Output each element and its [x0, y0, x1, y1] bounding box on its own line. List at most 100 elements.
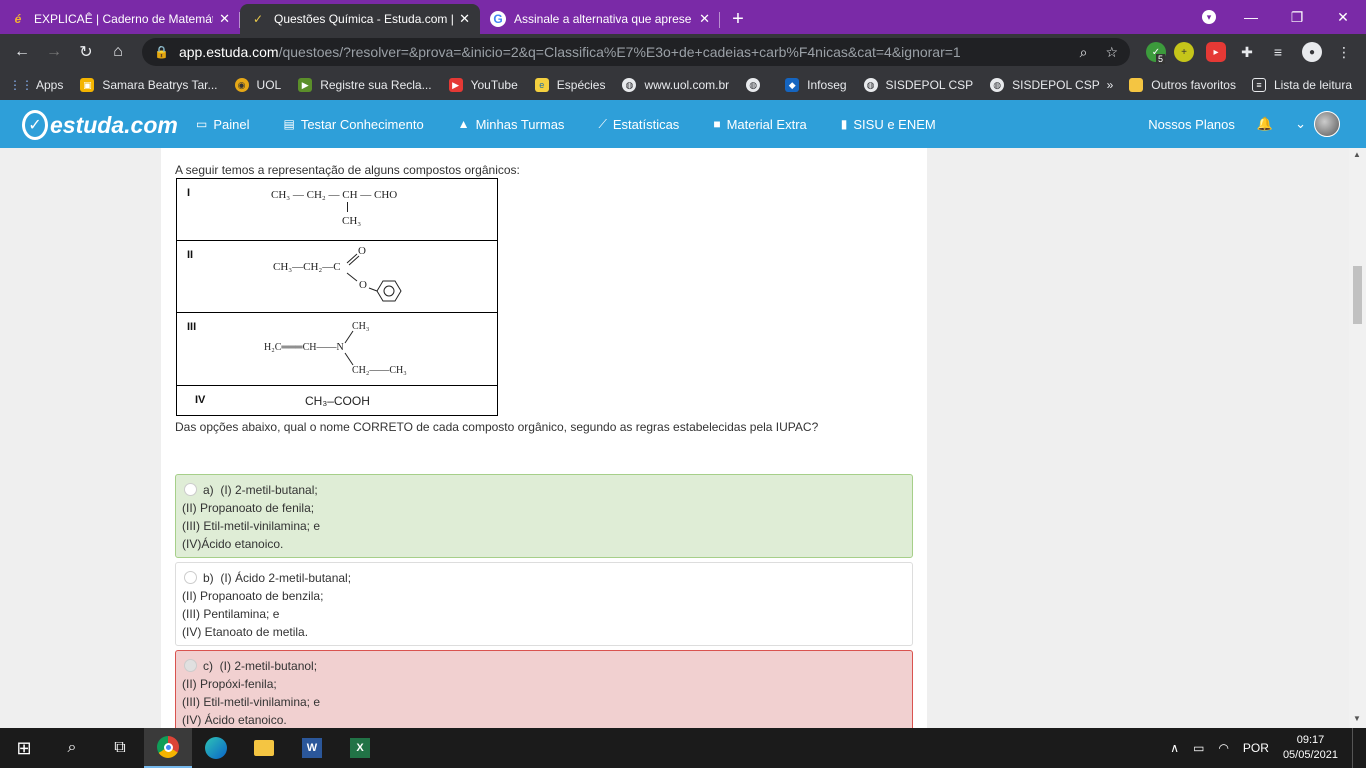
option-letter: c) [203, 659, 213, 673]
option-c-radio[interactable] [184, 659, 197, 672]
bell-icon[interactable]: 🔔 [1256, 116, 1274, 131]
bookmark-item[interactable]: ▶YouTube [448, 78, 518, 92]
menu-kebab-icon[interactable]: ⋮ [1337, 43, 1351, 60]
more-bookmarks-button[interactable]: » [1106, 78, 1114, 92]
close-window-icon[interactable]: ✕ [1337, 8, 1349, 25]
close-tab-icon[interactable]: ✕ [699, 11, 710, 26]
avatar[interactable] [1314, 111, 1340, 137]
compound-number: III [187, 321, 197, 333]
profile-icon[interactable]: ● [1302, 42, 1322, 62]
document-icon: ▤ [283, 117, 295, 131]
wifi-icon[interactable]: ◠ [1218, 741, 1229, 755]
scrollbar-thumb[interactable] [1353, 266, 1362, 324]
bookmark-item[interactable]: ◍www.uol.com.br [622, 78, 729, 92]
option-a-radio[interactable] [184, 483, 197, 496]
nav-painel[interactable]: ▭Painel [196, 116, 250, 132]
extensions-puzzle-icon[interactable]: ✚ [1241, 43, 1253, 60]
tray-chevron-icon[interactable]: ∧ [1170, 741, 1180, 755]
notifications-icon[interactable] [1352, 728, 1358, 768]
folder-icon [1129, 78, 1144, 92]
nav-material-extra[interactable]: ■Material Extra [713, 116, 807, 132]
chevron-down-icon[interactable]: ⌄ [1295, 116, 1306, 131]
clock[interactable]: 09:17 05/05/2021 [1282, 734, 1338, 761]
file-explorer-icon[interactable] [240, 728, 288, 768]
google-icon: G [490, 11, 506, 27]
compounds-table: I CH₃ — CH₂ — CH — CHO CH₃ II CH₃—CH₂—C … [176, 178, 498, 416]
site-header: ✓ estuda.com ▭Painel ▤Testar Conheciment… [0, 100, 1366, 148]
back-icon[interactable]: ← [14, 43, 30, 60]
tab-search-icon[interactable]: ▾ [1202, 10, 1216, 24]
address-bar[interactable]: 🔒 app.estuda.com /questoes/?resolver=&pr… [142, 38, 1130, 66]
option-a[interactable]: a) (I) 2-metil-butanal; (II) Propanoato … [175, 474, 913, 558]
task-view-icon[interactable]: ⧉ [114, 739, 126, 756]
compound-iii-bonds [344, 330, 354, 366]
option-line: (I) Ácido 2-metil-butanal; [220, 571, 352, 585]
restore-icon[interactable]: ❐ [1290, 8, 1304, 25]
bookmark-item[interactable]: ▶Registre sua Recla... [298, 78, 432, 92]
other-bookmarks[interactable]: Outros favoritos [1129, 78, 1236, 92]
extension-badge: 5 [1156, 54, 1166, 64]
bookmark-item[interactable]: ◍SISDEPOL CSP [863, 78, 973, 92]
nav-testar-conhecimento[interactable]: ▤Testar Conhecimento [283, 116, 424, 132]
option-b[interactable]: b) (I) Ácido 2-metil-butanal; (II) Propa… [175, 562, 913, 646]
word-taskbar-icon[interactable]: W [288, 728, 336, 768]
lock-icon[interactable]: 🔒 [154, 45, 169, 59]
compound-ii-bonds [346, 253, 402, 302]
reload-icon[interactable]: ↻ [79, 44, 93, 61]
bookmark-star-icon[interactable]: ☆ [1105, 43, 1118, 60]
plus-extension-icon[interactable]: + [1174, 42, 1194, 62]
option-letter: a) [203, 483, 214, 497]
compound-number: I [187, 187, 191, 199]
tab-title: Assinale a alternativa que aprese [514, 12, 692, 26]
option-line: (I) 2-metil-butanol; [219, 659, 318, 673]
nossos-planos-link[interactable]: Nossos Planos [1148, 116, 1235, 132]
tab-explicae[interactable]: é EXPLICAÊ | Caderno de Matemáti ✕ [0, 4, 240, 34]
tab-google[interactable]: G Assinale a alternativa que aprese ✕ [480, 4, 720, 34]
search-icon[interactable]: ⌕ [67, 739, 77, 756]
carbonyl-oxygen: O [358, 245, 366, 257]
globe-icon: ◍ [990, 78, 1005, 92]
bookmark-item[interactable]: ◍ [746, 78, 768, 92]
bookmark-item[interactable]: ▣Samara Beatrys Tar... [80, 78, 218, 92]
forward-icon[interactable]: → [46, 43, 62, 60]
zoom-search-icon[interactable]: ⌕ [1079, 43, 1088, 60]
bookmark-item[interactable]: ◍SISDEPOL CSP [990, 78, 1100, 92]
site-logo[interactable]: ✓ estuda.com [22, 110, 178, 140]
option-c[interactable]: c) (I) 2-metil-butanol; (II) Propóxi-fen… [175, 650, 913, 728]
bookmarks-bar: ⋮⋮Apps ▣Samara Beatrys Tar... ◉UOL ▶Regi… [0, 70, 1366, 100]
option-line: (II) Propanoato de fenila; [182, 501, 315, 515]
battery-icon[interactable]: ▭ [1193, 741, 1205, 755]
windows-start-icon[interactable]: ⊞ [16, 737, 32, 758]
option-line: (II) Propóxi-fenila; [182, 677, 277, 691]
option-b-radio[interactable] [184, 571, 197, 584]
page-scrollbar[interactable]: ▲ ▼ [1349, 148, 1366, 728]
excel-taskbar-icon[interactable]: X [336, 728, 384, 768]
new-tab-button[interactable]: + [732, 7, 744, 30]
media-control-icon[interactable]: ≡ [1273, 44, 1283, 60]
amine-ethyl: CH₂——CH₃ [352, 365, 407, 376]
windows-taskbar: ⊞ ⌕ ⧉ W X ∧ ▭ ◠ POR 09:17 05/05/2021 [0, 728, 1366, 768]
chrome-taskbar-icon[interactable] [144, 728, 192, 768]
browser-tab-bar: é EXPLICAÊ | Caderno de Matemáti ✕ ✓ Que… [0, 0, 1366, 34]
scroll-up-icon[interactable]: ▲ [1353, 150, 1361, 159]
nav-minhas-turmas[interactable]: ▲Minhas Turmas [457, 116, 565, 132]
option-line: (IV) Etanoato de metila. [182, 625, 309, 639]
bookmark-apps[interactable]: ⋮⋮Apps [9, 78, 64, 92]
bookmark-item[interactable]: ◆Infoseg [785, 78, 847, 92]
tab-estuda[interactable]: ✓ Questões Química - Estuda.com | ✕ [240, 4, 480, 34]
scroll-down-icon[interactable]: ▼ [1353, 714, 1361, 723]
input-language[interactable]: POR [1242, 741, 1269, 755]
edge-taskbar-icon[interactable] [192, 728, 240, 768]
minimize-icon[interactable]: — [1244, 9, 1258, 25]
home-icon[interactable]: ⌂ [113, 43, 123, 60]
youtube-extension-icon[interactable]: ▸ [1206, 42, 1226, 62]
tab-separator [719, 12, 720, 28]
nav-sisu-enem[interactable]: ▮SISU e ENEM [840, 116, 936, 132]
explicae-icon: é [14, 12, 22, 26]
bookmark-item[interactable]: ◉UOL [234, 78, 281, 92]
close-tab-icon[interactable]: ✕ [459, 11, 470, 26]
reading-list[interactable]: ≡Lista de leitura [1251, 78, 1352, 92]
nav-estatisticas[interactable]: ⟋Estatísticas [598, 116, 680, 132]
close-tab-icon[interactable]: ✕ [219, 11, 230, 26]
